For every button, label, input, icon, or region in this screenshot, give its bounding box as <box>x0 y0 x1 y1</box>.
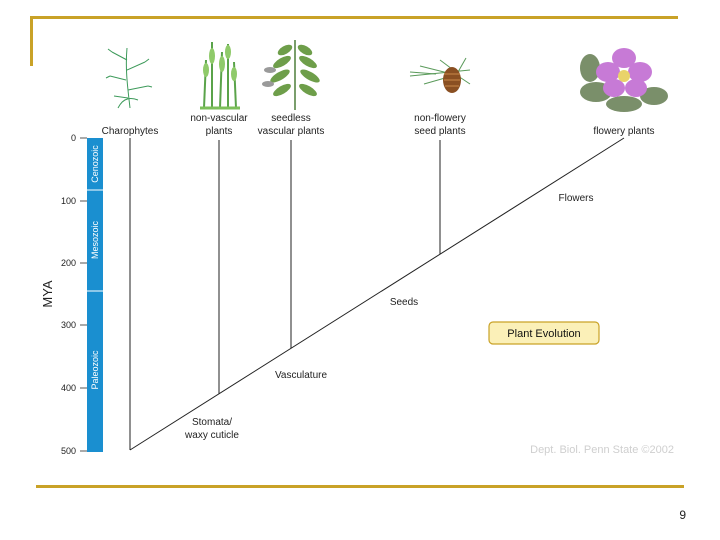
y-tick-label: 500 <box>61 446 76 456</box>
era-label-cenozoic: Cenozoic <box>90 145 100 183</box>
innovation-label-flowers: Flowers <box>558 193 593 204</box>
group-label-non-vascular: plants <box>206 126 233 137</box>
fern-icon <box>262 40 320 110</box>
diagram-title: Plant Evolution <box>507 328 580 340</box>
y-tick-label: 0 <box>71 133 76 143</box>
charophyte-alga-icon <box>105 47 153 109</box>
credit-text: Dept. Biol. Penn State ©2002 <box>530 444 674 456</box>
left-border-line <box>30 16 33 66</box>
group-label-non-flowery-seed: non-flowery <box>414 113 466 124</box>
moss-leaves <box>203 45 237 81</box>
pine-cone-icon <box>409 57 471 93</box>
y-tick-label: 300 <box>61 320 76 330</box>
diagram-title-box <box>488 321 600 345</box>
y-ticks <box>80 137 87 452</box>
group-label-seedless-vascular: seedless <box>271 113 310 124</box>
y-tick-label: 100 <box>61 196 76 206</box>
group-label-charophytes: Charophytes <box>102 126 159 137</box>
innovation-label-vasculature: Vasculature <box>275 370 328 381</box>
innovation-label-seeds: Seeds <box>390 297 418 308</box>
group-label-seedless-vascular: vascular plants <box>258 126 325 137</box>
group-label-flowery: flowery plants <box>593 126 654 137</box>
main-lineage-line <box>129 137 625 451</box>
y-tick-label: 400 <box>61 383 76 393</box>
page-number: 9 <box>679 508 686 522</box>
top-border-line <box>30 16 678 19</box>
era-label-mesozoic: Mesozoic <box>90 220 100 259</box>
y-tick-label: 200 <box>61 258 76 268</box>
group-label-non-vascular: non-vascular <box>190 113 248 124</box>
era-label-paleozoic: Paleozoic <box>90 350 100 390</box>
y-axis-label: MYA <box>40 280 55 308</box>
innovation-label-stomata: Stomata/ <box>192 417 232 428</box>
group-label-non-flowery-seed: seed plants <box>414 126 465 137</box>
era-bar <box>87 138 103 452</box>
flower-icon <box>580 48 668 112</box>
bottom-border-line <box>36 485 684 488</box>
innovation-label-stomata: waxy cuticle <box>184 430 239 441</box>
